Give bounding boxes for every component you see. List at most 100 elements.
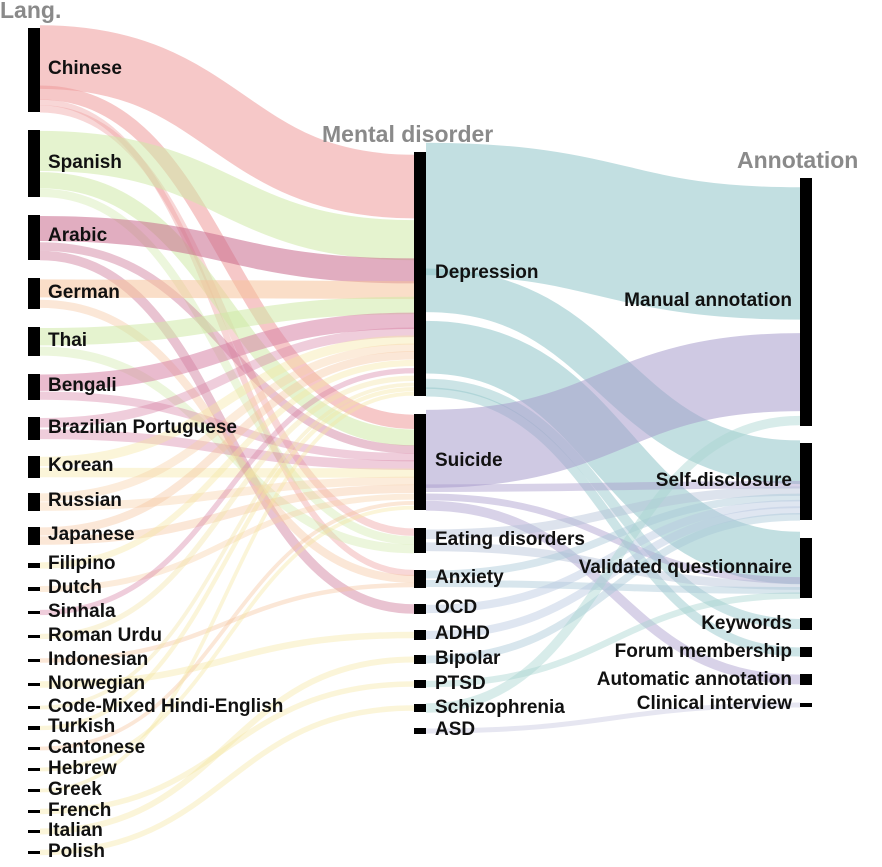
flow-dutch-to-suicide bbox=[39, 493, 415, 592]
label-lang-arabic: Arabic bbox=[48, 225, 108, 246]
node-annotation-self-disclosure bbox=[800, 443, 812, 520]
flow-suicide-to-manual-annotation bbox=[425, 333, 801, 488]
flow-indonesian-to-anxiety bbox=[39, 582, 415, 663]
flow-asd-to-clinical-interview bbox=[425, 702, 801, 734]
node-lang-arabic bbox=[28, 215, 40, 260]
flow-thai-to-eating-disorders bbox=[39, 346, 415, 554]
label-lang-japanese: Japanese bbox=[48, 524, 135, 545]
flow-depression-to-manual-annotation bbox=[425, 142, 801, 320]
flow-thai-to-depression bbox=[39, 296, 415, 346]
node-disorder-asd bbox=[414, 728, 426, 734]
label-disorder-ocd: OCD bbox=[435, 597, 477, 618]
node-lang-filipino bbox=[28, 563, 40, 568]
flow-korean-to-depression bbox=[39, 335, 415, 467]
label-lang-chinese: Chinese bbox=[48, 58, 122, 79]
flow-anxiety-to-self-disclosure bbox=[425, 493, 801, 579]
node-disorder-schizophrenia bbox=[414, 704, 426, 712]
label-lang-spanish: Spanish bbox=[48, 152, 122, 173]
node-lang-bengali bbox=[28, 374, 40, 400]
label-lang-brazilian-portuguese: Brazilian Portuguese bbox=[48, 417, 237, 438]
column-title-disorder: Mental disorder bbox=[322, 121, 493, 147]
node-lang-chinese bbox=[28, 28, 40, 112]
label-lang-bengali: Bengali bbox=[48, 375, 117, 396]
label-disorder-ptsd: PTSD bbox=[435, 673, 486, 694]
flow-spanish-to-eating-disorders bbox=[39, 188, 415, 545]
label-annotation-keywords: Keywords bbox=[701, 613, 792, 634]
flow-anxiety-to-validated-questionnaire bbox=[425, 580, 801, 594]
label-lang-indonesian: Indonesian bbox=[48, 649, 148, 670]
node-lang-spanish bbox=[28, 130, 40, 197]
flow-layer bbox=[39, 25, 801, 856]
node-disorder-ocd bbox=[414, 604, 426, 614]
node-disorder-ptsd bbox=[414, 680, 426, 688]
node-disorder-adhd bbox=[414, 630, 426, 640]
flow-eating-disorders-to-self-disclosure bbox=[425, 486, 801, 539]
label-disorder-asd: ASD bbox=[435, 719, 475, 740]
label-lang-german: German bbox=[48, 282, 120, 303]
node-annotation-clinical-interview bbox=[800, 703, 812, 707]
flow-greek-to-depression bbox=[39, 391, 415, 793]
label-disorder-schizophrenia: Schizophrenia bbox=[435, 697, 565, 718]
flow-cantonese-to-suicide bbox=[39, 500, 415, 751]
label-lang-korean: Korean bbox=[48, 455, 113, 476]
node-lang-russian bbox=[28, 493, 40, 511]
flow-roman-urdu-to-depression bbox=[39, 375, 415, 640]
node-disorder-anxiety bbox=[414, 570, 426, 588]
label-lang-polish: Polish bbox=[48, 841, 105, 862]
label-lang-norwegian: Norwegian bbox=[48, 673, 145, 694]
flow-russian-to-depression bbox=[39, 343, 415, 502]
flow-eating-disorders-to-validated-questionnaire bbox=[425, 542, 801, 590]
node-disorder-eating-disorders bbox=[414, 528, 426, 553]
label-annotation-clinical-interview: Clinical interview bbox=[637, 693, 792, 714]
flow-adhd-to-self-disclosure bbox=[425, 506, 801, 640]
flow-ptsd-to-validated-questionnaire bbox=[425, 592, 801, 688]
flow-chinese-to-depression bbox=[39, 25, 415, 219]
label-lang-russian: Russian bbox=[48, 490, 122, 511]
flow-french-to-ptsd bbox=[39, 681, 415, 815]
flow-german-to-depression bbox=[39, 279, 415, 300]
flow-bengali-to-suicide bbox=[39, 391, 415, 462]
label-lang-greek: Greek bbox=[48, 779, 102, 800]
label-lang-hebrew: Hebrew bbox=[48, 758, 117, 779]
node-lang-indonesian bbox=[28, 659, 40, 662]
label-annotation-validated-questionnaire: Validated questionnaire bbox=[579, 557, 792, 578]
label-disorder-depression: Depression bbox=[435, 262, 538, 283]
flow-chinese-to-anxiety bbox=[39, 99, 415, 577]
label-lang-thai: Thai bbox=[48, 330, 87, 351]
flow-polish-to-schizophrenia bbox=[39, 705, 415, 856]
node-lang-sinhala bbox=[28, 611, 40, 614]
flow-arabic-to-ocd bbox=[39, 250, 415, 614]
label-annotation-self-disclosure: Self-disclosure bbox=[656, 470, 792, 491]
flow-spanish-to-depression bbox=[39, 130, 415, 261]
node-lang-japanese bbox=[28, 527, 40, 545]
flow-arabic-to-depression bbox=[39, 215, 415, 284]
flow-filipino-to-depression bbox=[39, 359, 415, 569]
node-layer: ChineseSpanishArabicGermanThaiBengaliBra… bbox=[28, 28, 812, 862]
label-disorder-eating-disorders: Eating disorders bbox=[435, 529, 585, 550]
label-lang-cantonese: Cantonese bbox=[48, 737, 145, 758]
label-lang-turkish: Turkish bbox=[48, 716, 115, 737]
node-lang-german bbox=[28, 278, 40, 309]
node-lang-hebrew bbox=[28, 768, 40, 771]
label-lang-sinhala: Sinhala bbox=[48, 601, 116, 622]
node-lang-italian bbox=[28, 830, 40, 833]
label-lang-filipino: Filipino bbox=[48, 553, 116, 574]
node-annotation-automatic-annotation bbox=[800, 674, 812, 685]
flow-italian-to-bipolar bbox=[39, 656, 415, 835]
flow-korean-to-suicide bbox=[39, 467, 415, 478]
node-disorder-bipolar bbox=[414, 655, 426, 664]
label-lang-dutch: Dutch bbox=[48, 577, 102, 598]
flow-suicide-to-validated-questionnaire bbox=[425, 493, 801, 584]
node-annotation-keywords bbox=[800, 618, 812, 630]
label-annotation-automatic-annotation: Automatic annotation bbox=[597, 669, 792, 690]
label-annotation-forum-membership: Forum membership bbox=[615, 641, 792, 662]
flow-bipolar-to-self-disclosure bbox=[425, 512, 801, 664]
node-lang-polish bbox=[28, 851, 40, 854]
node-lang-cantonese bbox=[28, 747, 40, 750]
node-annotation-forum-membership bbox=[800, 647, 812, 657]
column-title-annotation: Annotation bbox=[737, 147, 858, 173]
flow-japanese-to-suicide bbox=[39, 484, 415, 545]
node-lang-norwegian bbox=[28, 683, 40, 686]
flow-german-to-anxiety bbox=[39, 299, 415, 584]
